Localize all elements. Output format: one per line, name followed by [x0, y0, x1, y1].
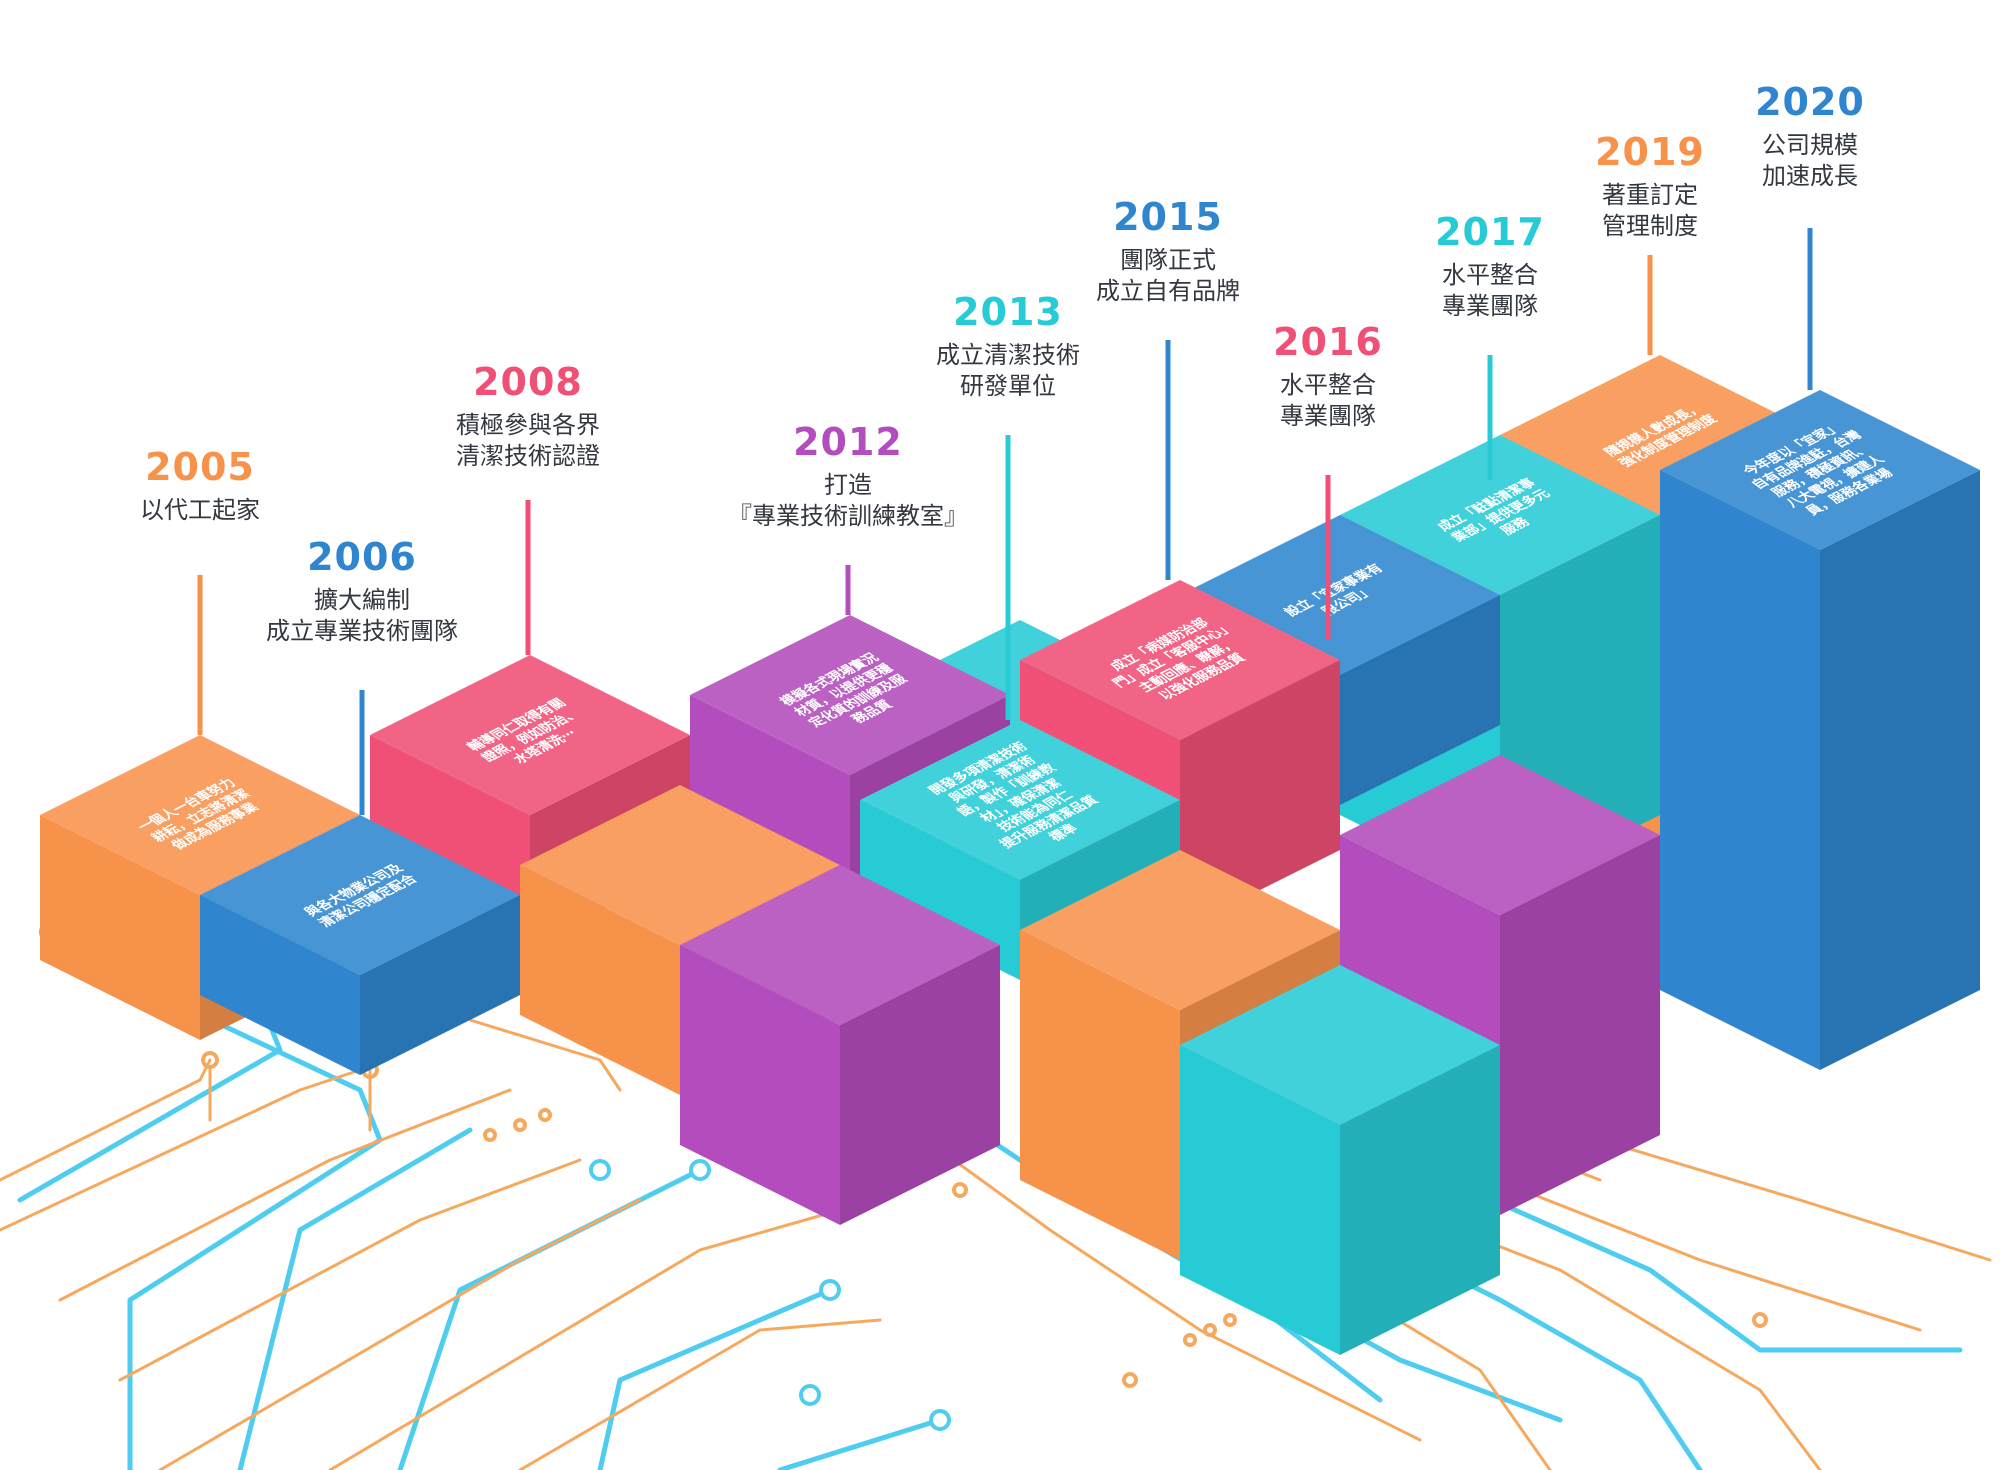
- circuit-node: [1122, 1372, 1138, 1388]
- circuit-node: [201, 1051, 219, 1069]
- isometric-blocks: 一個人一台車努力耕耘，立志將清潔做成為服務事業與各大物業公司及清潔公司穩定配合輔…: [40, 355, 1980, 1355]
- circuit-node: [538, 1108, 552, 1122]
- circuit-node: [589, 1159, 611, 1181]
- milestone-year-2019: 2019: [1595, 130, 1705, 174]
- block-left-face: [1020, 930, 1180, 1260]
- milestone-year-2012: 2012: [793, 420, 903, 464]
- block-left-face: [200, 895, 360, 1075]
- milestone-desc: 加速成長: [1762, 162, 1858, 190]
- block-left-face: [1180, 1045, 1340, 1355]
- block-top-face: [1020, 580, 1340, 740]
- circuit-node: [689, 1159, 711, 1181]
- circuit-trace: [468, 1018, 622, 1092]
- circuit-trace: [237, 1127, 473, 1470]
- milestone-year-2013: 2013: [953, 290, 1063, 334]
- milestone-desc: 專業團隊: [1280, 402, 1376, 430]
- block-top-face: [370, 655, 690, 815]
- circuit-trace: [518, 1318, 882, 1470]
- milestone-desc: 水平整合: [1442, 261, 1538, 289]
- circuit-trace: [597, 1287, 833, 1470]
- block-top-face: [1020, 850, 1340, 1010]
- block-note-2013: 開發多項清潔技術與研發，清潔術語，製作「訓練教材」，確保清潔技術能為同仁提升服務…: [925, 739, 1103, 851]
- circuit-node: [952, 1182, 968, 1198]
- block-top-face: [860, 720, 1180, 880]
- circuit-trace: [1467, 1187, 1963, 1353]
- circuit-node: [929, 1409, 951, 1431]
- block-top-face: [1340, 755, 1660, 915]
- milestone-year-2006: 2006: [307, 535, 417, 579]
- milestone-year-2005: 2005: [145, 445, 255, 489]
- milestone-desc: 積極參與各界: [456, 411, 600, 439]
- block-right-face: [1340, 1045, 1500, 1355]
- block-right-face: [840, 945, 1000, 1225]
- milestone-desc: 公司規模: [1762, 131, 1858, 159]
- block-left-face: [1660, 470, 1820, 1070]
- circuit-trace: [0, 1068, 362, 1232]
- circuit-trace: [118, 1158, 582, 1382]
- block-left-face: [680, 945, 840, 1225]
- circuit-node: [1203, 1323, 1217, 1337]
- milestone-desc: 『專業技術訓練教室』: [728, 502, 968, 530]
- milestone-desc: 成立清潔技術: [936, 341, 1080, 369]
- block-top-face: [1660, 390, 1980, 550]
- circuit-node: [513, 1118, 527, 1132]
- block-15: [1180, 965, 1500, 1355]
- milestone-desc: 以代工起家: [140, 496, 260, 524]
- circuit-node: [1752, 1312, 1768, 1328]
- milestone-year-2008: 2008: [473, 360, 583, 404]
- milestone-year-2020: 2020: [1755, 80, 1865, 124]
- circuit-trace: [328, 1208, 842, 1470]
- block-top-face: [680, 865, 1000, 1025]
- block-top-face: [1180, 965, 1500, 1125]
- block-9: [1660, 390, 1980, 1070]
- block-right-face: [360, 895, 520, 1075]
- circuit-trace: [0, 1058, 212, 1182]
- block-left-face: [690, 695, 850, 895]
- block-right-face: [1180, 660, 1340, 930]
- block-13: [680, 865, 1000, 1225]
- circuit-node: [819, 1279, 841, 1301]
- circuit-node: [1223, 1313, 1237, 1327]
- circuit-trace: [397, 1167, 703, 1470]
- block-right-face: [1500, 835, 1660, 1215]
- milestone-desc: 管理制度: [1602, 212, 1698, 240]
- circuit-trace: [58, 1088, 512, 1302]
- block-left-face: [40, 815, 200, 1040]
- block-left-face: [520, 865, 680, 1095]
- milestone-desc: 成立自有品牌: [1096, 277, 1240, 305]
- milestone-desc: 打造: [824, 471, 872, 499]
- circuit-node: [1183, 1333, 1197, 1347]
- milestone-desc: 團隊正式: [1120, 246, 1216, 274]
- milestone-desc: 著重訂定: [1602, 181, 1698, 209]
- circuit-trace: [777, 1417, 943, 1470]
- milestone-year-2017: 2017: [1435, 210, 1545, 254]
- milestone-desc: 水平整合: [1280, 371, 1376, 399]
- circuit-trace: [938, 1148, 1422, 1442]
- milestone-desc: 清潔技術認證: [456, 442, 600, 470]
- milestone-desc: 擴大編制: [314, 586, 410, 614]
- block-right-face: [1340, 595, 1500, 805]
- milestone-desc: 專業團隊: [1442, 292, 1538, 320]
- circuit-trace: [158, 1198, 642, 1470]
- block-12: [200, 815, 520, 1075]
- milestone-desc: 成立專業技術團隊: [266, 617, 458, 645]
- block-top-face: [690, 615, 1010, 775]
- block-top-face: [200, 815, 520, 975]
- circuit-node: [799, 1384, 821, 1406]
- block-right-face: [1820, 470, 1980, 1070]
- circuit-node: [483, 1128, 497, 1142]
- milestone-desc: 研發單位: [960, 372, 1056, 400]
- milestone-year-2016: 2016: [1273, 320, 1383, 364]
- milestone-year-2015: 2015: [1113, 195, 1223, 239]
